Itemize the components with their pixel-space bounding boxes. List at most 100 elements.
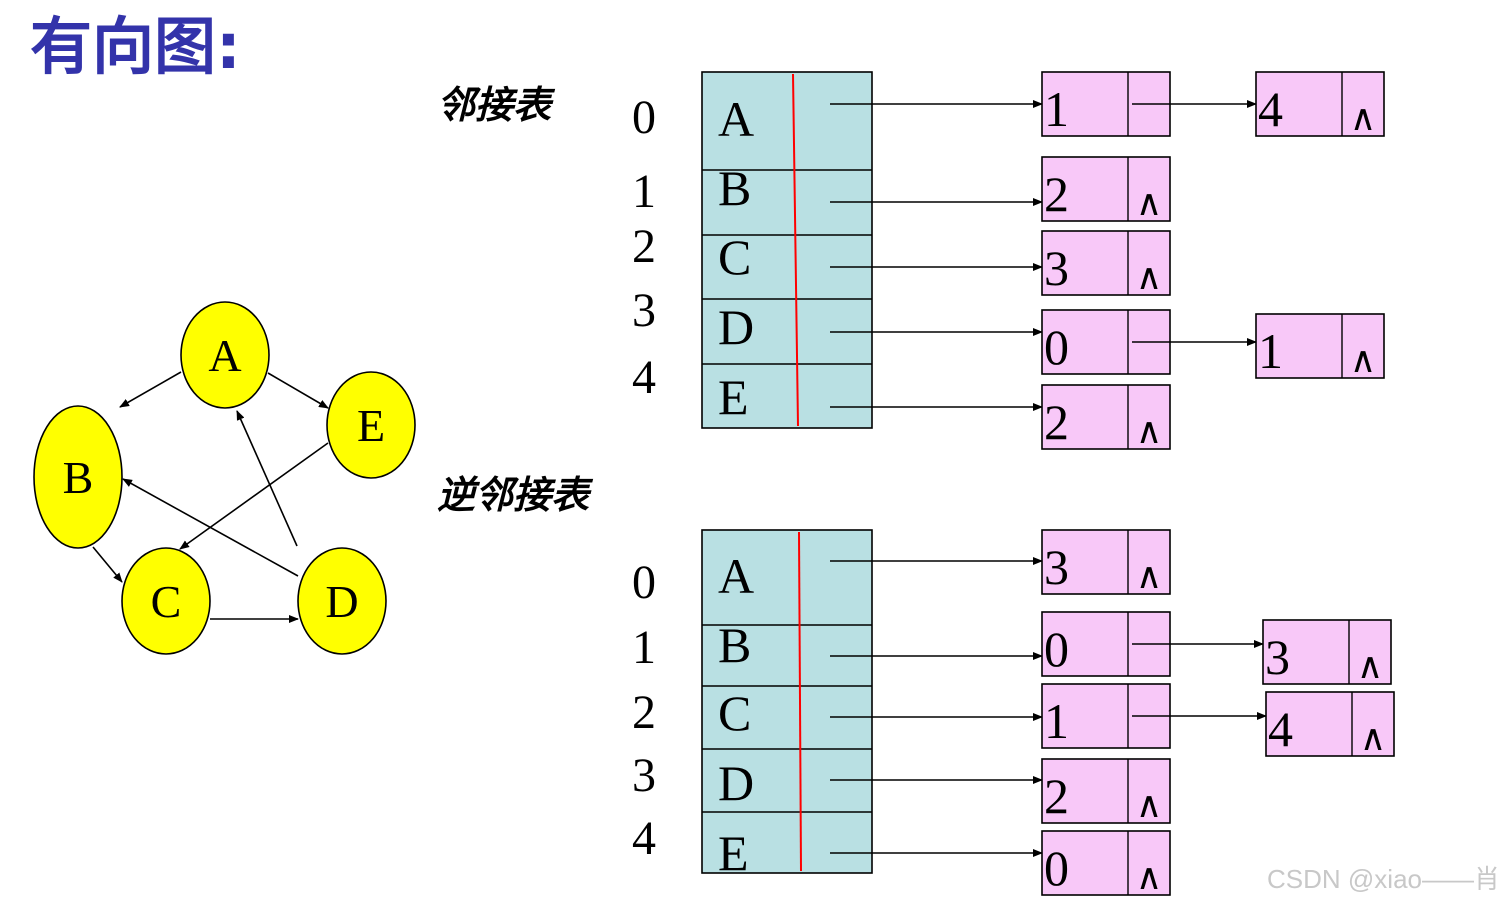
vertex-index: 0 bbox=[632, 556, 656, 609]
vertex-label: A bbox=[718, 548, 754, 604]
null-pointer-symbol: ∧ bbox=[1136, 256, 1162, 297]
directed-graph: A B C D E bbox=[33, 301, 416, 655]
null-pointer-symbol: ∧ bbox=[1357, 645, 1383, 686]
null-pointer-symbol: ∧ bbox=[1360, 717, 1386, 758]
vertex-index: 3 bbox=[632, 284, 656, 337]
list-node-box bbox=[1255, 313, 1385, 379]
vertex-index: 3 bbox=[632, 749, 656, 802]
vertex-label: C bbox=[718, 685, 751, 741]
null-pointer-symbol: ∧ bbox=[1136, 784, 1162, 825]
vertex-label: B bbox=[718, 160, 751, 216]
list-node: 1 bbox=[1041, 71, 1257, 137]
list-node-box bbox=[1041, 830, 1171, 896]
list-node-box bbox=[1262, 619, 1392, 685]
list-node-value: 2 bbox=[1044, 394, 1069, 450]
list-node-value: 1 bbox=[1044, 693, 1069, 749]
null-pointer-symbol: ∧ bbox=[1136, 555, 1162, 596]
graph-node-label: A bbox=[208, 330, 241, 381]
list-node-value: 1 bbox=[1044, 81, 1069, 137]
vertex-table bbox=[701, 71, 873, 429]
graph-edge-D-A bbox=[236, 410, 298, 547]
list-node-box bbox=[1041, 156, 1171, 222]
list-node: 2∧ bbox=[1041, 758, 1171, 825]
inverse-adjacency-list-label: 逆邻接表 bbox=[437, 473, 594, 517]
list-node: 2∧ bbox=[1041, 384, 1171, 451]
list-node: 0∧ bbox=[1041, 830, 1171, 897]
list-node-value: 2 bbox=[1044, 768, 1069, 824]
vertex-table bbox=[701, 529, 873, 874]
list-node: 0 bbox=[1041, 611, 1264, 677]
graph-node-shape bbox=[180, 301, 270, 409]
page-title: 有向图: bbox=[30, 10, 241, 83]
list-node: 2∧ bbox=[1041, 156, 1171, 223]
vertex-index: 1 bbox=[632, 165, 656, 218]
list-node-value: 3 bbox=[1044, 539, 1069, 595]
graph-node-label: B bbox=[63, 452, 94, 503]
graph-node-E: E bbox=[326, 371, 416, 479]
list-node: 3∧ bbox=[1262, 619, 1392, 686]
graph-node-A: A bbox=[180, 301, 270, 409]
adjacency-list-label: 邻接表 bbox=[437, 83, 556, 127]
list-node-box bbox=[1041, 529, 1171, 595]
list-node: 1∧ bbox=[1255, 313, 1385, 380]
graph-node-shape bbox=[121, 547, 211, 655]
graph-node-shape bbox=[297, 547, 387, 655]
vertex-index: 4 bbox=[632, 812, 656, 865]
graph-edge-A-E bbox=[267, 372, 329, 409]
graph-node-shape bbox=[33, 405, 123, 549]
list-node: 3∧ bbox=[1041, 529, 1171, 596]
vertex-index: 1 bbox=[632, 621, 656, 674]
graph-node-label: C bbox=[151, 576, 182, 627]
list-node: 4∧ bbox=[1265, 691, 1395, 758]
graph-node-label: E bbox=[357, 400, 385, 451]
list-node-box bbox=[1265, 691, 1395, 757]
graph-node-D: D bbox=[297, 547, 387, 655]
list-node: 1 bbox=[1041, 683, 1267, 749]
list-node-value: 0 bbox=[1044, 840, 1069, 896]
list-node-value: 3 bbox=[1265, 629, 1290, 685]
vertex-label: C bbox=[718, 229, 751, 285]
vertex-label: E bbox=[718, 825, 749, 881]
graph-node-B: B bbox=[33, 405, 123, 549]
list-node: 0 bbox=[1041, 309, 1257, 375]
list-node-box bbox=[1255, 71, 1385, 137]
list-node-value: 3 bbox=[1044, 240, 1069, 296]
list-node-value: 0 bbox=[1044, 621, 1069, 677]
null-pointer-symbol: ∧ bbox=[1350, 97, 1376, 138]
list-node-value: 2 bbox=[1044, 166, 1069, 222]
table-column-divider bbox=[798, 531, 802, 872]
graph-node-C: C bbox=[121, 547, 211, 655]
null-pointer-symbol: ∧ bbox=[1136, 856, 1162, 897]
list-node-value: 4 bbox=[1268, 701, 1293, 757]
graph-node-shape bbox=[326, 371, 416, 479]
list-node: 4∧ bbox=[1255, 71, 1385, 138]
vertex-index: 2 bbox=[632, 686, 656, 739]
list-node-value: 1 bbox=[1258, 323, 1283, 379]
null-pointer-symbol: ∧ bbox=[1136, 182, 1162, 223]
list-node: 3∧ bbox=[1041, 230, 1171, 297]
vertex-label: A bbox=[718, 91, 754, 147]
null-pointer-symbol: ∧ bbox=[1136, 410, 1162, 451]
graph-node-label: D bbox=[325, 576, 358, 627]
list-node-value: 0 bbox=[1044, 319, 1069, 375]
graph-edge-A-B bbox=[119, 371, 182, 408]
vertex-label: B bbox=[718, 617, 751, 673]
vertex-label: E bbox=[718, 369, 749, 425]
list-node-box bbox=[1041, 758, 1171, 824]
vertex-index: 4 bbox=[632, 351, 656, 404]
null-pointer-symbol: ∧ bbox=[1350, 339, 1376, 380]
watermark: CSDN @xiao——肖 bbox=[1267, 864, 1500, 894]
table-column-divider bbox=[792, 73, 799, 427]
list-node-value: 4 bbox=[1258, 81, 1283, 137]
vertex-label: D bbox=[718, 755, 754, 811]
graph-edge-B-C bbox=[92, 546, 123, 583]
list-node-box bbox=[1041, 384, 1171, 450]
vertex-index: 0 bbox=[632, 91, 656, 144]
graph-edge-E-C bbox=[179, 442, 329, 550]
vertex-label: D bbox=[718, 299, 754, 355]
vertex-index: 2 bbox=[632, 220, 656, 273]
list-node-box bbox=[1041, 230, 1171, 296]
